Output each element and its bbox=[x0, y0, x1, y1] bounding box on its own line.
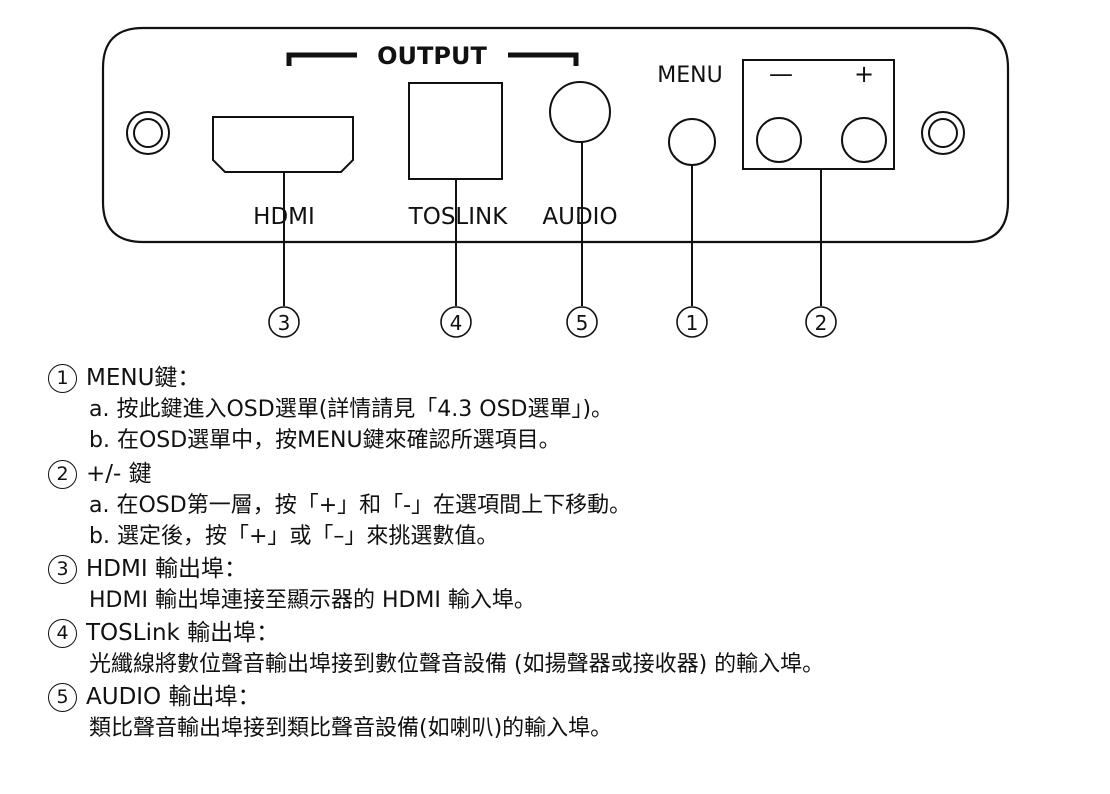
output-bracket bbox=[286, 52, 579, 66]
legend-item-head: 1 MENU鍵： bbox=[48, 362, 1098, 394]
audio-jack-icon bbox=[549, 81, 611, 143]
menu-button-icon bbox=[668, 118, 716, 166]
legend: 1 MENU鍵： a. 按此鍵進入OSD選單(詳情請見「4.3 OSD選單」)。… bbox=[48, 362, 1098, 744]
callout-2: 2 bbox=[805, 306, 837, 338]
legend-title: AUDIO 輸出埠： bbox=[86, 684, 261, 710]
svg-text:2: 2 bbox=[815, 311, 828, 335]
panel-outline bbox=[101, 26, 1010, 244]
legend-item-toslink: 4 TOSLink 輸出埠： 光纖線將數位聲音輸出埠接到數位聲音設備 (如揚聲器… bbox=[48, 617, 1098, 680]
legend-line: b. 選定後，按「+」或「–」來挑選數值。 bbox=[89, 524, 499, 549]
legend-line: b. 在OSD選單中，按MENU鍵來確認所選項目。 bbox=[89, 428, 561, 453]
left-screw-icon bbox=[126, 111, 170, 155]
legend-line: 類比聲音輸出埠接到類比聲音設備(如喇叭)的輸入埠。 bbox=[89, 716, 613, 741]
legend-line: a. 在OSD第一層，按「+」和「-」在選項間上下移動。 bbox=[89, 493, 632, 518]
output-label: OUTPUT bbox=[377, 42, 487, 70]
svg-text:4: 4 bbox=[450, 311, 463, 335]
legend-title: TOSLink 輸出埠： bbox=[86, 620, 280, 646]
callout-4: 4 bbox=[440, 306, 472, 338]
device-rear-panel-diagram: OUTPUT HDMI TOSLINK AUDIO MENU — + 3 4 5… bbox=[101, 26, 1010, 338]
legend-number: 4 bbox=[48, 618, 77, 648]
svg-text:5: 5 bbox=[576, 311, 589, 335]
legend-number: 2 bbox=[48, 459, 77, 489]
legend-item-hdmi: 3 HDMI 輸出埠： HDMI 輸出埠連接至顯示器的 HDMI 輸入埠。 bbox=[48, 553, 1098, 616]
legend-number: 3 bbox=[48, 554, 77, 584]
legend-number: 5 bbox=[48, 682, 77, 712]
legend-item-menu: 1 MENU鍵： a. 按此鍵進入OSD選單(詳情請見「4.3 OSD選單」)。… bbox=[48, 362, 1098, 456]
legend-title: MENU鍵： bbox=[86, 365, 201, 391]
minus-label: — bbox=[769, 60, 793, 88]
toslink-label: TOSLINK bbox=[408, 204, 509, 230]
legend-line: a. 按此鍵進入OSD選單(詳情請見「4.3 OSD選單」)。 bbox=[89, 397, 614, 422]
legend-title: +/- 鍵 bbox=[86, 461, 152, 487]
right-screw-icon bbox=[921, 111, 965, 155]
legend-line: 光纖線將數位聲音輸出埠接到數位聲音設備 (如揚聲器或接收器) 的輸入埠。 bbox=[89, 652, 825, 677]
menu-label: MENU bbox=[657, 63, 722, 88]
leader-lines bbox=[283, 142, 822, 306]
minus-button-icon bbox=[756, 117, 802, 163]
legend-number: 1 bbox=[48, 363, 77, 393]
legend-item-plus-minus: 2 +/- 鍵 a. 在OSD第一層，按「+」和「-」在選項間上下移動。 b. … bbox=[48, 458, 1098, 552]
legend-line: HDMI 輸出埠連接至顯示器的 HDMI 輸入埠。 bbox=[89, 588, 536, 613]
legend-title: HDMI 輸出埠： bbox=[86, 556, 247, 582]
legend-item-head: 4 TOSLink 輸出埠： bbox=[48, 617, 1098, 649]
legend-item-head: 5 AUDIO 輸出埠： bbox=[48, 681, 1098, 713]
legend-item-head: 2 +/- 鍵 bbox=[48, 458, 1098, 490]
hdmi-port-icon bbox=[212, 116, 354, 173]
callout-5: 5 bbox=[566, 306, 598, 338]
audio-label: AUDIO bbox=[542, 204, 617, 230]
plus-minus-button-box bbox=[742, 59, 895, 170]
callout-1: 1 bbox=[676, 306, 708, 338]
callout-3: 3 bbox=[268, 306, 300, 338]
plus-button-icon bbox=[841, 117, 887, 163]
toslink-port-icon bbox=[408, 82, 503, 180]
legend-item-head: 3 HDMI 輸出埠： bbox=[48, 553, 1098, 585]
plus-label: + bbox=[854, 60, 874, 88]
svg-text:1: 1 bbox=[686, 311, 699, 335]
legend-item-audio: 5 AUDIO 輸出埠： 類比聲音輸出埠接到類比聲音設備(如喇叭)的輸入埠。 bbox=[48, 681, 1098, 744]
svg-text:3: 3 bbox=[278, 311, 291, 335]
